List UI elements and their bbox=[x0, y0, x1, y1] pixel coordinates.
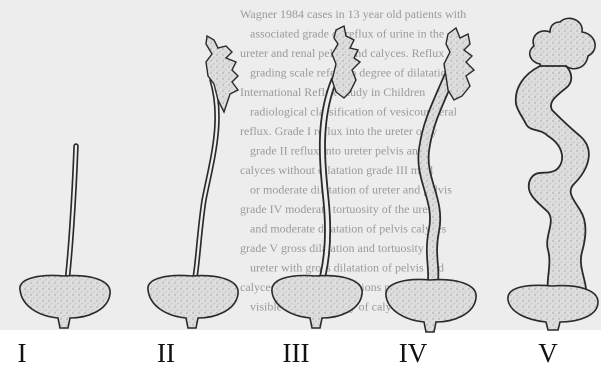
background-text-line: ureter with gross dilatation of pelvis a… bbox=[250, 261, 444, 275]
background-text-line: Wagner 1984 cases in 13 year old patient… bbox=[240, 7, 466, 21]
background-text-line: and moderate dilatation of pelvis calyce… bbox=[250, 222, 447, 236]
stage-label-2: II bbox=[146, 338, 186, 368]
stage-label-1: I bbox=[2, 338, 42, 368]
background-text-line: reflux. Grade I reflux into the ureter o… bbox=[240, 124, 437, 138]
background-text-line: grade V gross dilatation and tortuosity … bbox=[240, 241, 437, 255]
stage-label-4: IV bbox=[393, 338, 433, 368]
background-text-line: calyces without dilatation grade III mil… bbox=[240, 163, 433, 177]
background-text-line: grade II reflux into ureter pelvis and bbox=[250, 144, 424, 158]
stage-label-3: III bbox=[276, 338, 316, 368]
stage-label-5: V bbox=[528, 338, 568, 368]
background-text-line: grade IV moderate tortuosity of the uret… bbox=[240, 202, 440, 216]
